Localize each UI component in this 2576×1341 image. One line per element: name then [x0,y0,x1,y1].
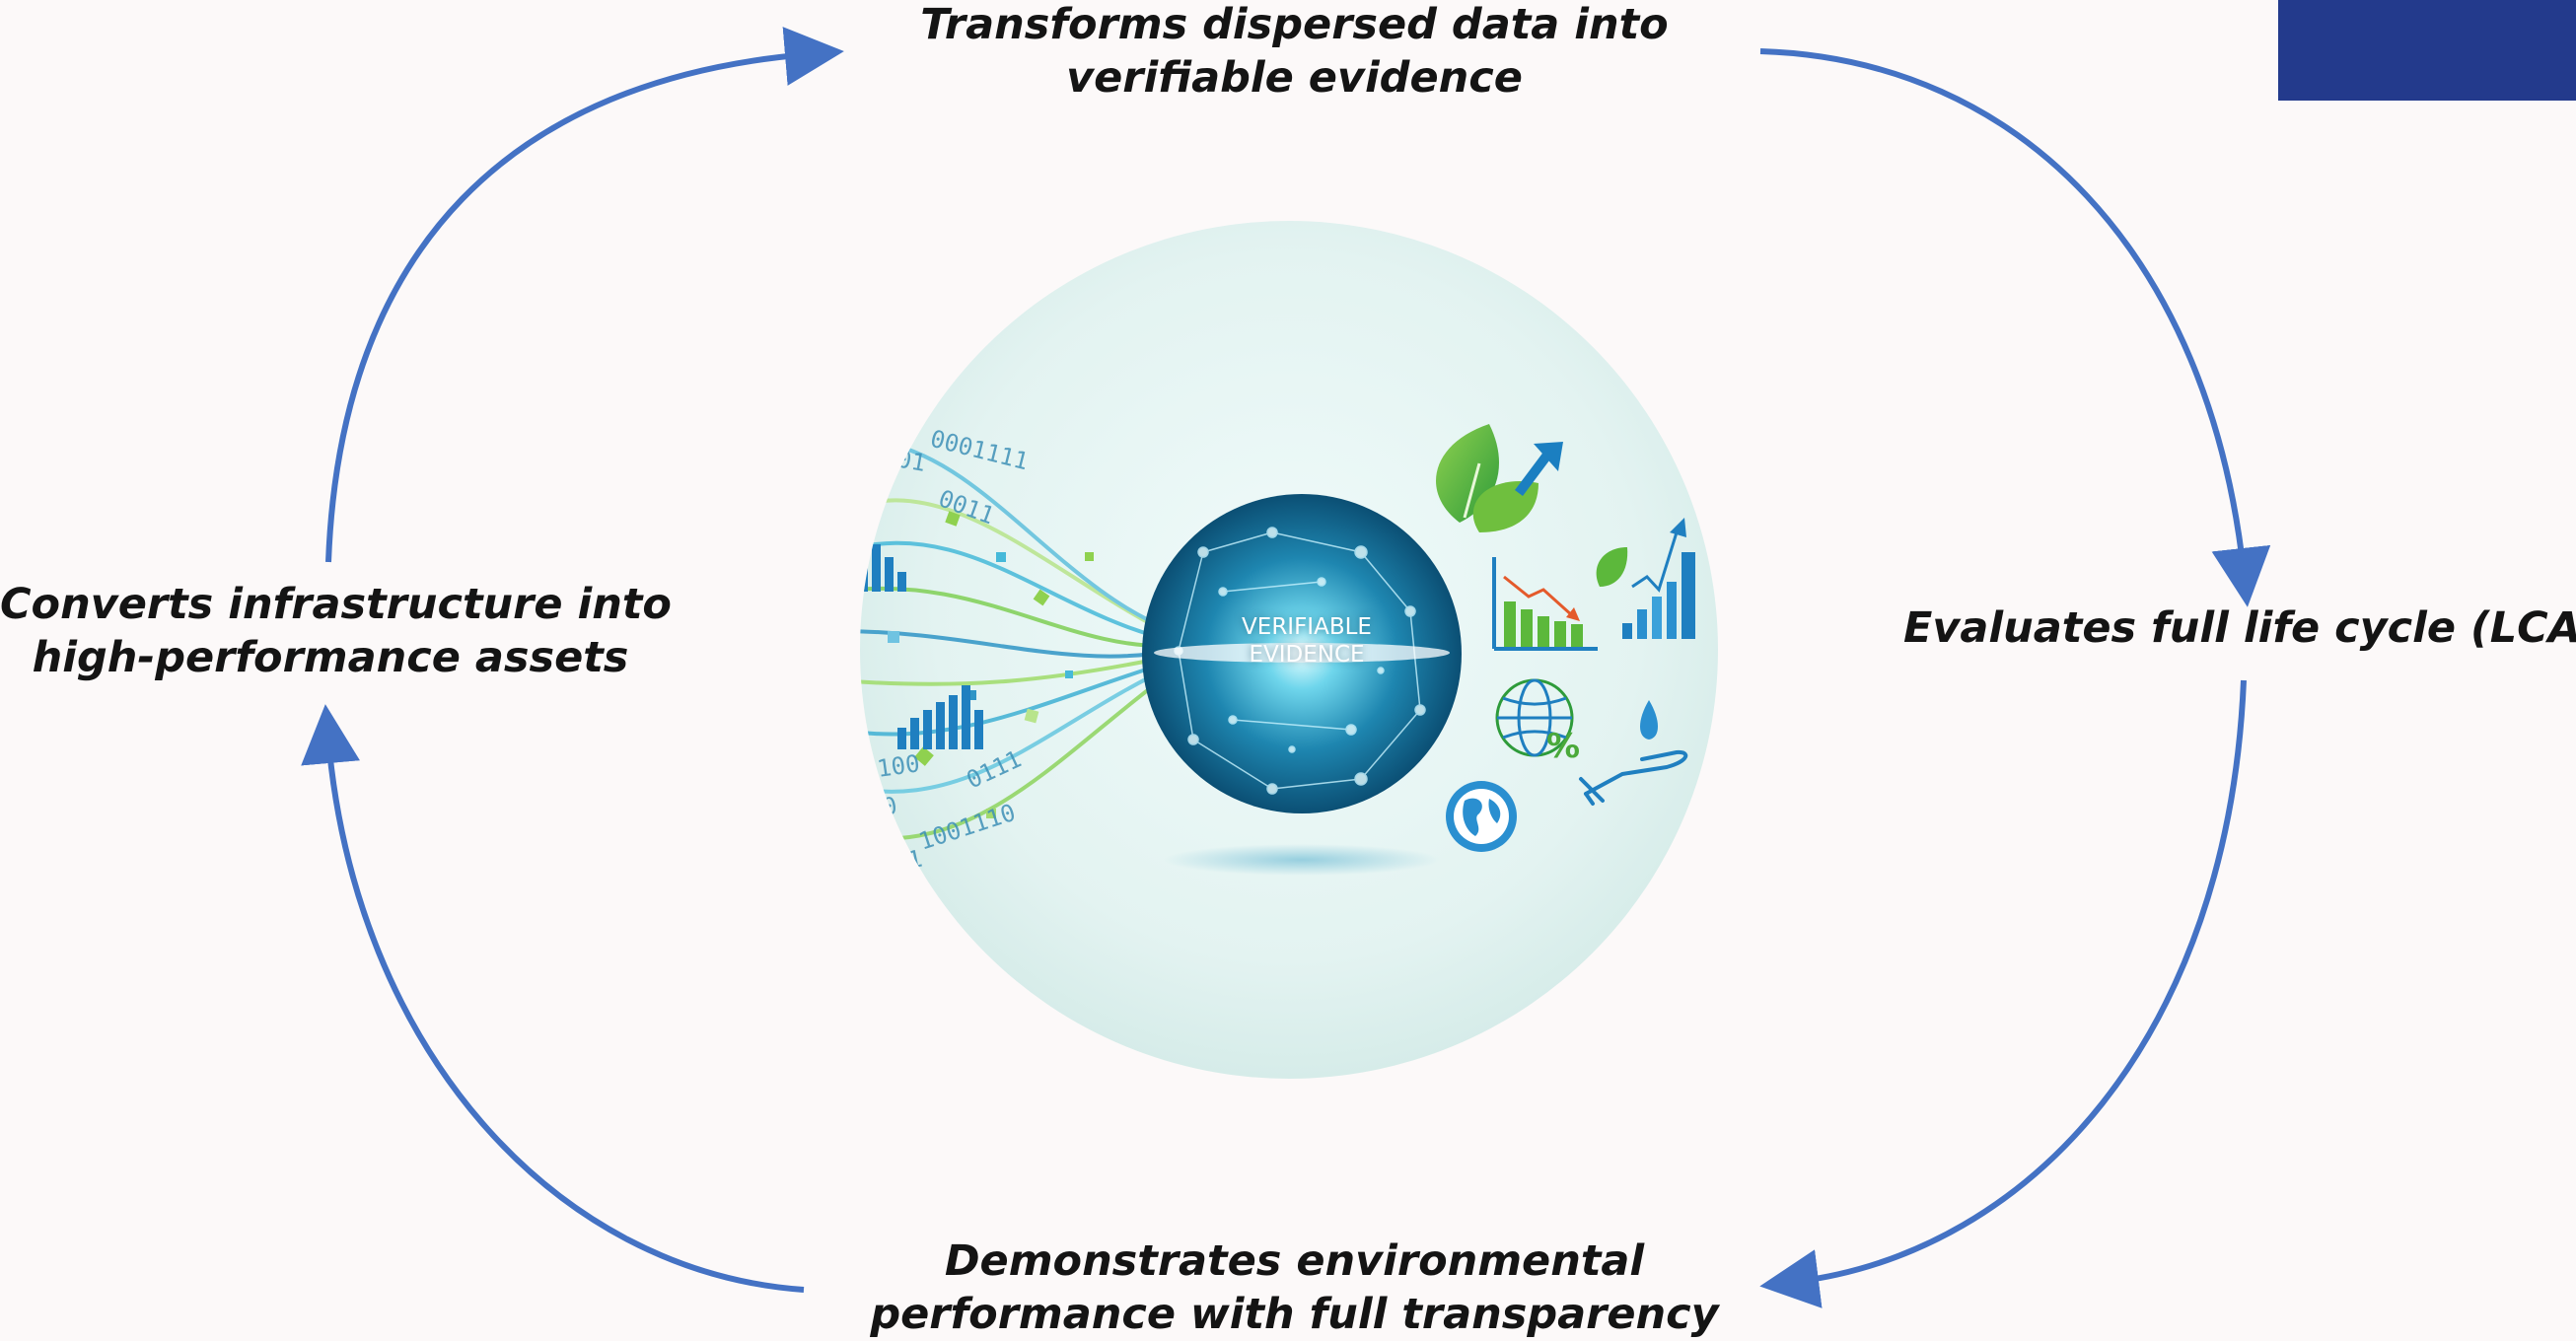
arrow-bottom-left [301,704,805,1293]
sphere-shadow [1164,844,1440,876]
growth-chart-icon [1596,518,1695,639]
data-particles [888,511,1094,818]
step-text-line: Evaluates full life cycle (LCA) [1903,603,2576,653]
sphere-label-line: EVIDENCE [1249,642,1365,668]
step-text-line: performance with full transparency [870,1290,1719,1339]
arrow-right-bottom [1759,679,2247,1308]
step-text-line: Converts infrastructure into [0,580,672,629]
arrow-left-top [325,27,844,563]
binary-digit: 000 [852,792,899,826]
step-evaluates-lca: Evaluates full life cycle (LCA) [1903,601,2576,655]
step-demonstrates-performance: Demonstrates environmental performance w… [789,1235,1800,1341]
arrow-top-right [1759,48,2271,607]
step-transforms-data: Transforms dispersed data into verifiabl… [789,0,1800,105]
step-text-line: verifiable evidence [1066,53,1523,103]
bar-chart-icon [897,685,983,749]
water-drop-hand-icon [1579,700,1688,806]
sphere-glow [1154,643,1450,663]
sphere-label-line: VERIFIABLE [1242,614,1372,640]
step-text-line: Transforms dispersed data into [920,0,1669,49]
leaf-growth-icon [1436,424,1563,532]
sphere-label: VERIFIABLE EVIDENCE [1169,613,1445,669]
declining-chart-icon [1492,557,1598,651]
corner-tab [2278,0,2576,101]
step-text-line: Demonstrates environmental [944,1236,1645,1286]
step-text-line: high-performance assets [32,633,629,682]
step-converts-infrastructure: Converts infrastructure into high-perfor… [0,578,672,684]
globe-percent-icon [1495,678,1574,757]
earth-icon [1446,781,1517,852]
binary-digit: 0011 [863,844,924,882]
percent-sign: % [1546,727,1580,766]
